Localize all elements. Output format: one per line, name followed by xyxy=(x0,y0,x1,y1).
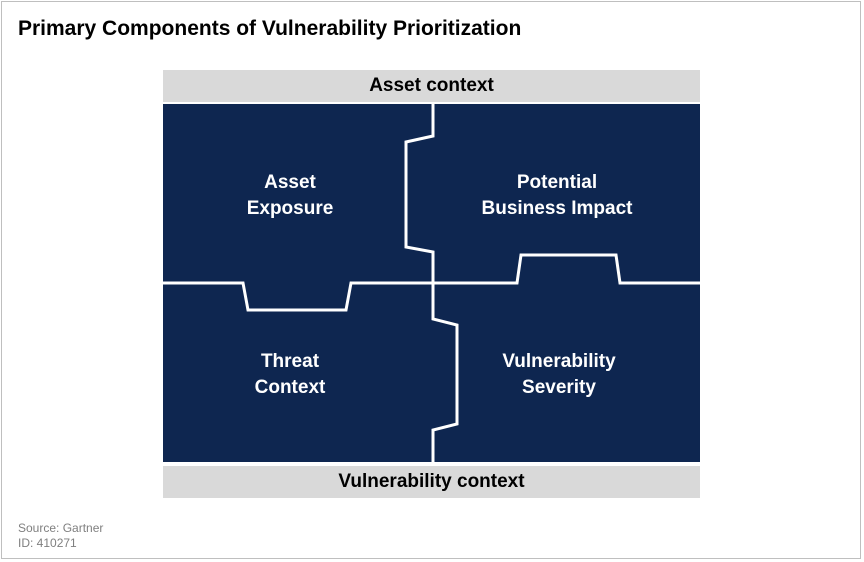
figure-title: Primary Components of Vulnerability Prio… xyxy=(18,17,522,40)
threat-context-line1: Threat xyxy=(261,351,320,372)
business-impact-line2: Business Impact xyxy=(482,198,634,219)
puzzle-svg: Asset Exposure Potential Business Impact… xyxy=(163,104,700,462)
asset-exposure-line1: Asset xyxy=(264,172,316,193)
source-text: Source: Gartner xyxy=(18,521,104,535)
quadrant-bottom-left: Threat Context xyxy=(255,351,326,398)
horizontal-divider xyxy=(163,253,700,312)
vulnerability-context-band: Vulnerability context xyxy=(163,466,700,498)
threat-context-line2: Context xyxy=(255,377,326,398)
puzzle-diagram: Asset Exposure Potential Business Impact… xyxy=(163,104,700,462)
vulnerability-severity-line1: Vulnerability xyxy=(502,351,616,372)
quadrant-bottom-right: Vulnerability Severity xyxy=(502,351,616,398)
asset-context-band: Asset context xyxy=(163,70,700,102)
business-impact-line1: Potential xyxy=(517,172,597,193)
vulnerability-severity-line2: Severity xyxy=(522,377,596,398)
quadrant-top-right: Potential Business Impact xyxy=(482,172,634,219)
asset-exposure-line2: Exposure xyxy=(247,198,334,219)
source-note: Source: Gartner ID: 410271 xyxy=(18,521,103,551)
figure-id: ID: 410271 xyxy=(18,536,77,550)
quadrant-top-left: Asset Exposure xyxy=(247,172,334,219)
